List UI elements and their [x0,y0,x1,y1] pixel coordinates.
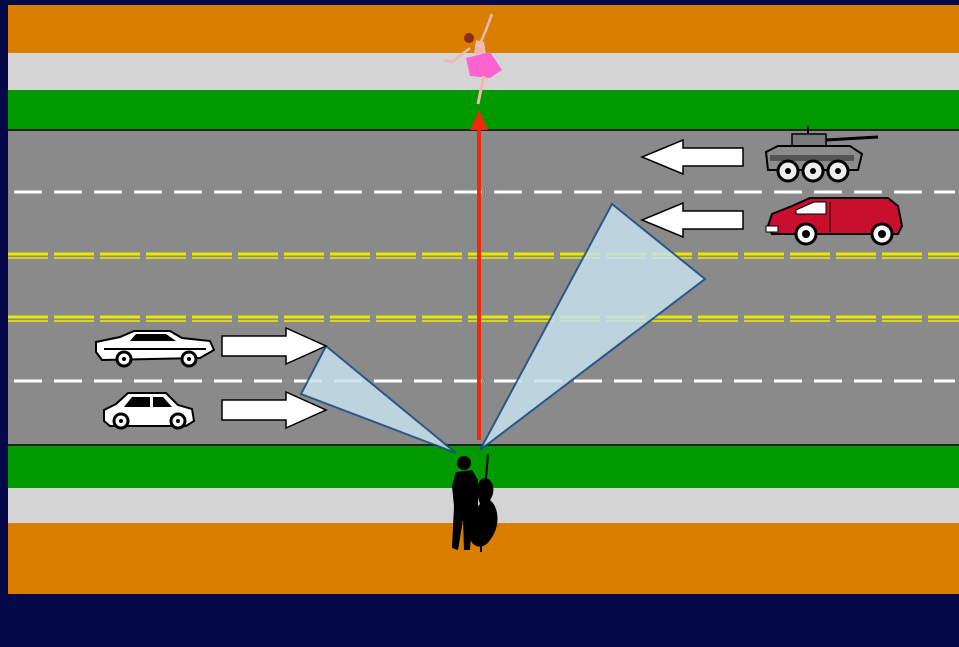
eastbound-arrow-bottom [221,390,328,430]
sightline-arrow-head [470,110,488,130]
double-bass-player-icon [452,453,498,552]
hatchback-icon [103,392,196,430]
westbound-arrow-bottom [640,201,744,239]
westbound-arrow-top [640,138,744,176]
armored-car-icon [764,126,879,183]
ballerina-icon [443,13,502,105]
classic-sedan-icon [95,330,216,368]
vision-cone-right [479,202,707,451]
vision-cone-left [299,344,457,454]
red-van-icon [765,197,904,246]
eastbound-arrow-top [221,326,328,366]
